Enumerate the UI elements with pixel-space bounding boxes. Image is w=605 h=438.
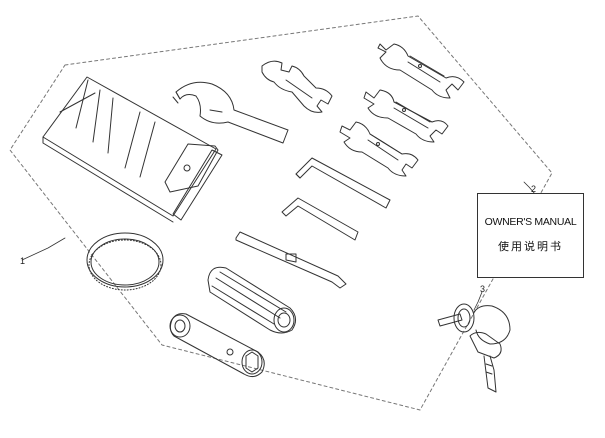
callout-label-2: 2: [531, 184, 537, 194]
owners-manual-subtitle: 使用说明书: [498, 240, 563, 253]
tube-box-spanner: [169, 313, 265, 378]
screwdriver-bit-shaft: [235, 231, 347, 289]
leader-line-2: [523, 181, 536, 195]
hex-key-small: [281, 197, 359, 241]
owners-manual-title: OWNER'S MANUAL: [484, 216, 577, 228]
callout-label-3: 3: [480, 284, 486, 294]
rubber-band: [86, 232, 164, 291]
hook-spanner-wrench: [172, 81, 289, 144]
small-open-end-wrench: [261, 60, 333, 113]
screwdriver-handle: [207, 266, 296, 334]
tool-kit-boundary-outline: [9, 15, 553, 411]
double-end-wrench-medium: [363, 89, 449, 143]
ignition-key-set: [437, 303, 511, 393]
hex-key-large: [295, 157, 391, 209]
double-end-wrench-small: [339, 121, 419, 177]
leader-line-1: [21, 237, 66, 261]
callout-label-1: 1: [20, 256, 26, 266]
owners-manual: OWNER'S MANUAL 使用说明书: [477, 193, 584, 278]
double-end-wrench-large: [377, 43, 465, 99]
tool-bag: [42, 76, 223, 223]
leader-line-3: [473, 291, 483, 311]
